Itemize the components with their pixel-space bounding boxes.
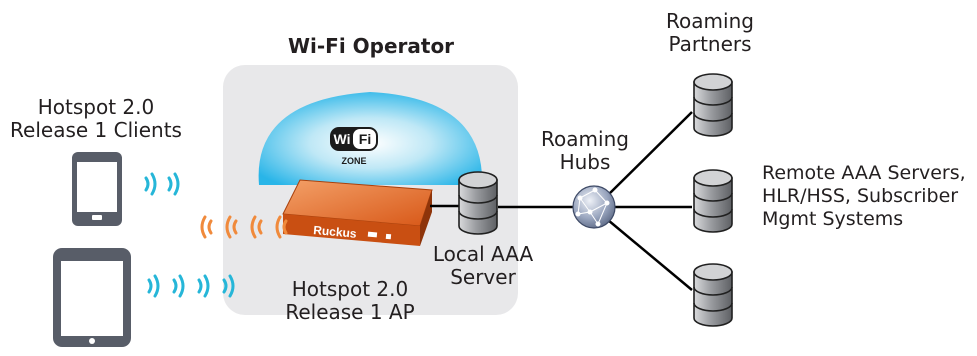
tablet-signal-waves [147, 274, 235, 298]
wifi-logo-fi: Fi [359, 131, 371, 147]
local-aaa-label: Local AAA Server [432, 242, 534, 289]
ap-brand-label: Ruckus [313, 223, 358, 241]
wifi-logo-wi: Wi [334, 131, 351, 147]
roaming-partner-database-icon [693, 73, 733, 137]
clients-label: Hotspot 2.0 Release 1 Clients [10, 95, 182, 142]
wifi-logo-zone: ZONE [341, 156, 366, 166]
smartphone-icon [72, 152, 122, 226]
phone-signal-waves [144, 172, 180, 196]
ap-label: Hotspot 2.0 Release 1 AP [285, 277, 415, 324]
local-aaa-database-icon [458, 171, 498, 235]
wifi-zone-logo: Wi Fi ZONE [330, 127, 378, 166]
access-point-device: Ruckus [282, 179, 433, 246]
remote-aaa-database-icon [693, 169, 733, 233]
operator-title: Wi-Fi Operator [287, 34, 455, 58]
subscriber-database-icon [693, 263, 733, 327]
tablet-icon [53, 248, 131, 347]
remote-servers-label: Remote AAA Servers, HLR/HSS, Subscriber … [762, 162, 966, 230]
roaming-hubs-label: Roaming Hubs [541, 127, 629, 174]
connection-lines [430, 111, 693, 291]
roaming-partners-label: Roaming Partners [666, 9, 754, 56]
roaming-hub-globe-icon [572, 185, 616, 229]
